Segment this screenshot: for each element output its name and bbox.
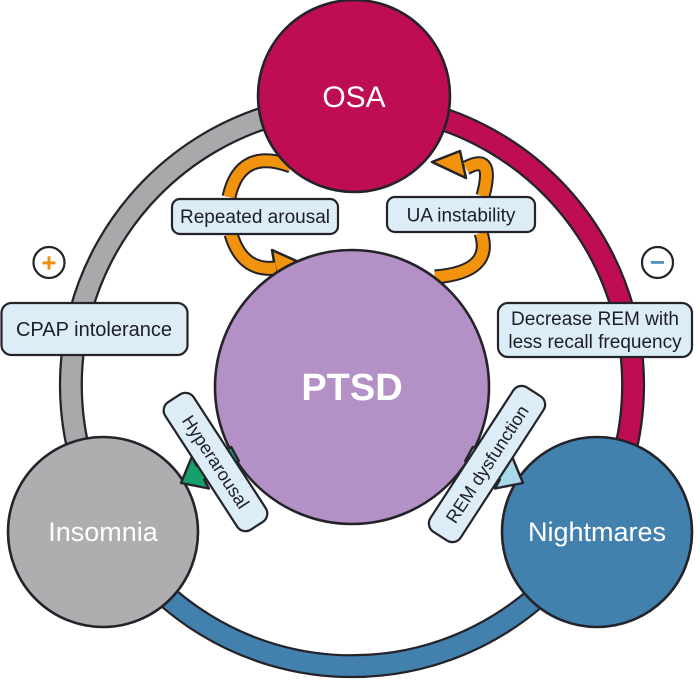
osa-circle [256,0,452,194]
osa-ptsd-cycle-arrows [221,149,494,285]
minus-badge: − [640,245,675,280]
ua-instability-label: UA instability [407,206,516,227]
plus-badge-circle [32,245,66,280]
cycle-arrow-label-to-osa [463,158,492,198]
repeated-arousal-label: Repeated arousal [180,207,330,228]
osa-label: OSA [322,81,385,114]
plus-badge: + [32,245,66,280]
ua-instability-box [385,195,537,234]
decrease-rem-label-line2: less recall frequency [508,332,682,353]
ptsd-label: PTSD [301,367,402,409]
minus-badge-circle [640,245,675,280]
nodes: OSA PTSD Insomnia Nightmares [6,0,694,629]
ptsd-circle [213,248,491,526]
insomnia-circle [6,435,200,629]
insomnia-label: Insomnia [48,517,159,547]
decrease-rem-box [496,301,694,359]
hyperarousal-box [162,391,269,533]
nightmares-circle [500,435,694,629]
cpap-intolerance-box [0,301,189,357]
repeated-arousal-box [170,197,340,236]
cycle-arrow-label-to-ptsd [225,232,277,274]
cycle-arrow-osa-to-label [223,155,293,199]
cycle-arrow-ptsd-to-label [434,231,489,283]
cpap-intolerance-label: CPAP intolerance [16,319,172,341]
decrease-rem-label-line1: Decrease REM with [511,309,679,330]
nightmares-label: Nightmares [528,517,666,547]
plus-icon: + [41,248,56,278]
minus-icon: − [650,247,665,277]
rem-dysfunction-box [427,384,547,544]
cycle-arrowhead-to-osa-icon [430,149,468,180]
